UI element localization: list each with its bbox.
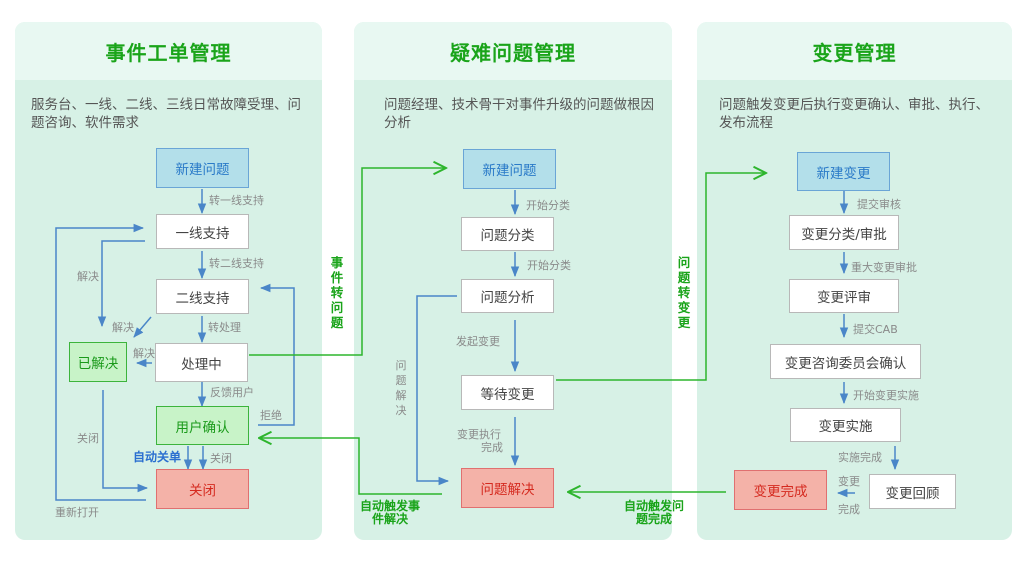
node-problem-analyze[interactable]: 问题分析 (461, 279, 554, 313)
panel-title-incident: 事件工单管理 (15, 22, 322, 80)
label-to-l2: 转二线支持 (209, 257, 264, 270)
label-auto-complete-problem-line1: 自动触发问 (623, 499, 684, 513)
node-l1-support[interactable]: 一线支持 (156, 214, 249, 249)
label-processing-resolve: 解决 (133, 347, 155, 360)
panel-title-problem: 疑难问题管理 (354, 22, 672, 80)
panel-desc-incident: 服务台、一线、二线、三线日常故障受理、问题咨询、软件需求 (31, 97, 301, 131)
label-start-classify-2: 开始分类 (527, 259, 571, 272)
node-change-done[interactable]: 变更完成 (734, 470, 827, 510)
label-feedback: 反馈用户 (210, 386, 254, 399)
label-change-1: 变更 (838, 475, 860, 488)
label-start-implement: 开始变更实施 (853, 389, 919, 402)
label-major-approval: 重大变更审批 (851, 261, 917, 274)
node-l2-support[interactable]: 二线支持 (156, 279, 249, 314)
label-initiate-change: 发起变更 (456, 335, 500, 348)
node-user-confirm[interactable]: 用户确认 (156, 406, 249, 445)
node-change-review[interactable]: 变更评审 (789, 279, 899, 313)
panel-desc-problem: 问题经理、技术骨干对事件升级的问题做根因分析 (384, 97, 654, 131)
node-wait-change[interactable]: 等待变更 (461, 375, 554, 410)
label-change-executed-line1: 变更执行 (457, 428, 501, 441)
node-problem-solved[interactable]: 问题解决 (461, 468, 554, 508)
label-start-classify-1: 开始分类 (526, 199, 570, 212)
label-to-l1: 转一线支持 (209, 194, 264, 207)
node-new-incident[interactable]: 新建问题 (156, 148, 249, 188)
label-change-2: 完成 (838, 503, 860, 516)
node-new-change[interactable]: 新建变更 (797, 152, 890, 191)
node-new-problem[interactable]: 新建问题 (463, 149, 556, 189)
label-problem-solved-vertical: 问题解决 (395, 359, 407, 417)
label-reject: 拒绝 (260, 409, 282, 422)
label-submit-review: 提交审核 (857, 198, 901, 211)
label-implement-done: 实施完成 (838, 451, 882, 464)
label-auto-complete-problem-line2: 题完成 (635, 512, 672, 526)
label-auto-resolve-incident-line2: 件解决 (371, 512, 408, 526)
label-l1-resolve: 解决 (77, 270, 99, 283)
label-l2-resolve: 解决 (112, 321, 134, 334)
label-auto-resolve-incident: 自动触发事 件解决 (354, 500, 426, 526)
label-problem-to-change: 问题转变更 (677, 255, 691, 330)
label-incident-to-problem: 事件转问题 (330, 255, 344, 330)
label-submit-cab: 提交CAB (853, 323, 898, 336)
node-resolved[interactable]: 已解决 (69, 342, 127, 382)
label-change-executed-line2: 完成 (481, 441, 503, 454)
panel-desc-change: 问题触发变更后执行变更确认、审批、执行、发布流程 (719, 97, 989, 131)
label-to-processing: 转处理 (208, 321, 241, 334)
label-auto-close: 自动关单 (133, 450, 182, 464)
label-close-confirm: 关闭 (210, 452, 232, 465)
label-change-executed: 变更执行 完成 (455, 428, 503, 454)
node-change-retro[interactable]: 变更回顾 (869, 474, 956, 509)
label-auto-resolve-incident-line1: 自动触发事 (359, 499, 420, 513)
label-reopen: 重新打开 (55, 506, 99, 519)
node-closed[interactable]: 关闭 (156, 469, 249, 509)
node-change-cab[interactable]: 变更咨询委员会确认 (770, 344, 921, 379)
panel-title-change: 变更管理 (697, 22, 1012, 80)
node-problem-classify[interactable]: 问题分类 (461, 217, 554, 251)
node-processing[interactable]: 处理中 (155, 343, 248, 382)
label-auto-complete-problem: 自动触发问 题完成 (618, 500, 690, 526)
node-change-classify[interactable]: 变更分类/审批 (789, 215, 899, 250)
label-resolved-close: 关闭 (77, 432, 99, 445)
node-change-implement[interactable]: 变更实施 (790, 408, 901, 442)
